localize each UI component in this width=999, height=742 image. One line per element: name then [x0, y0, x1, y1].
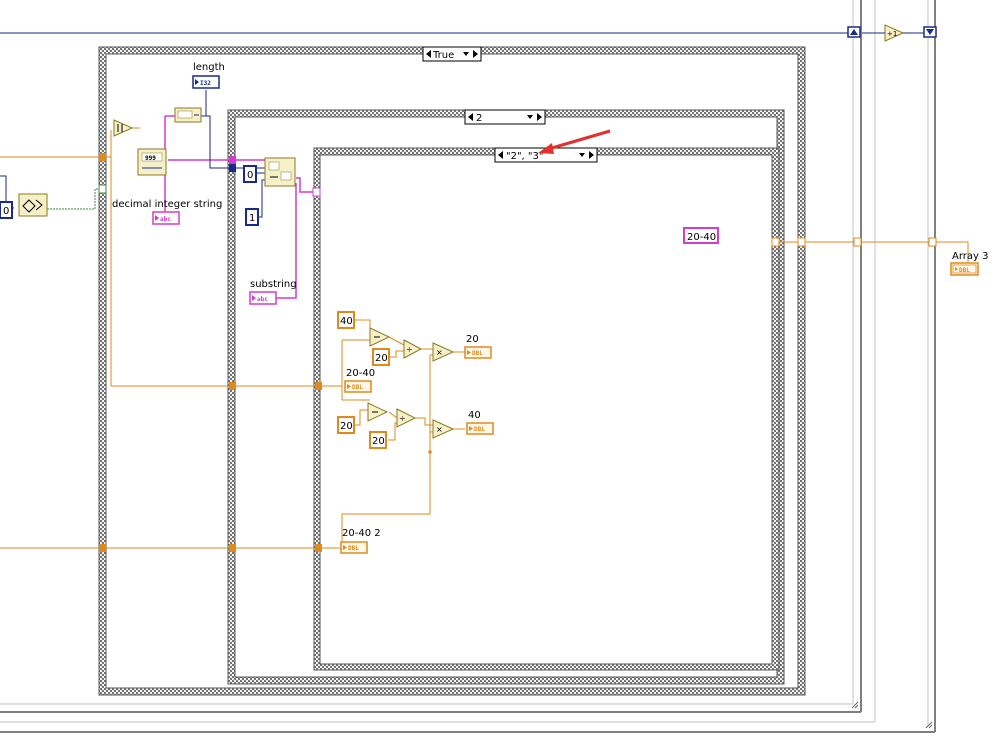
const-zero-search[interactable]: 0: [243, 165, 257, 183]
array-3-indicator[interactable]: DBL: [950, 262, 979, 276]
case-structure-inner: [313, 147, 780, 671]
subtract-icon[interactable]: [369, 327, 391, 347]
const-one-search[interactable]: 1: [245, 208, 259, 226]
svg-text:DBL: DBL: [348, 545, 359, 552]
const-zero-left[interactable]: 0: [0, 201, 13, 219]
const-40[interactable]: 40: [337, 311, 355, 329]
string-constant-20-40[interactable]: 20-40: [683, 227, 719, 244]
substring-indicator[interactable]: abc: [249, 291, 277, 305]
svg-text:20: 20: [375, 353, 388, 364]
case-selector-outer[interactable]: True: [422, 46, 482, 62]
shift-register-left[interactable]: [847, 26, 861, 38]
resize-grip-icon: [925, 721, 933, 729]
multiply-icon[interactable]: ×: [432, 342, 455, 362]
svg-text:÷: ÷: [399, 414, 406, 423]
const-20-a[interactable]: 20: [372, 348, 390, 366]
case-selector-inner-label: "2", "3": [506, 151, 543, 162]
indicator-20-40-label: 20-40: [346, 368, 375, 379]
increment-icon[interactable]: +1: [884, 24, 905, 42]
svg-text:DBL: DBL: [959, 267, 970, 274]
svg-text:DBL: DBL: [472, 350, 483, 357]
chevron-down-icon: [463, 52, 469, 56]
indicator-20-40[interactable]: DBL: [344, 380, 372, 393]
svg-text:×: ×: [436, 348, 443, 357]
increment-small-icon[interactable]: [113, 119, 134, 137]
red-arrow-icon: [538, 129, 611, 154]
svg-text:×: ×: [436, 425, 443, 434]
svg-text:DBL: DBL: [352, 384, 363, 391]
substring-label: substring: [250, 279, 297, 290]
svg-text:1: 1: [249, 213, 255, 224]
decimal-integer-string-label: decimal integer string: [112, 199, 222, 210]
indicator-40-label: 40: [468, 410, 481, 421]
svg-text:÷: ÷: [406, 345, 413, 354]
svg-text:40: 40: [340, 316, 353, 327]
divide-icon[interactable]: ÷: [396, 408, 417, 428]
decimal-string-to-number-icon[interactable]: 999: [137, 148, 167, 176]
wires: [0, 90, 969, 549]
resize-grip-icon: [851, 701, 859, 709]
svg-text:0: 0: [247, 170, 253, 181]
svg-text:abc: abc: [257, 296, 268, 303]
indicator-20-40-2-label: 20-40 2: [342, 528, 381, 539]
subtract-icon[interactable]: [367, 402, 389, 422]
case-selector-outer-label: True: [432, 50, 454, 61]
shift-register-right[interactable]: [923, 26, 937, 38]
tunnels: [98, 153, 937, 552]
case-selector-middle[interactable]: 2: [464, 109, 546, 125]
chevron-down-icon: [579, 153, 585, 157]
select-icon[interactable]: [18, 193, 48, 217]
case-selector-middle-label: 2: [476, 113, 482, 124]
length-label: length: [193, 62, 225, 73]
const-20-b[interactable]: 20: [337, 416, 355, 434]
multiply-icon[interactable]: ×: [432, 419, 455, 439]
array-3-label: Array 3: [952, 251, 988, 262]
indicator-20-label: 20: [466, 334, 479, 345]
svg-text:DBL: DBL: [474, 426, 485, 433]
indicator-40[interactable]: DBL: [466, 422, 494, 435]
indicator-20-40-2[interactable]: DBL: [340, 541, 368, 554]
svg-text:20: 20: [340, 421, 353, 432]
search-split-string-icon[interactable]: [264, 157, 296, 187]
chevron-down-icon: [527, 115, 533, 119]
wire-junction: [428, 450, 432, 454]
svg-text:I32: I32: [200, 80, 211, 87]
svg-text:+1: +1: [887, 30, 897, 38]
svg-text:20-40: 20-40: [687, 232, 716, 243]
outer-loop-frame: [0, 0, 936, 733]
indicator-20[interactable]: DBL: [464, 346, 492, 359]
decimal-integer-string-indicator[interactable]: abc: [152, 211, 180, 225]
svg-text:0: 0: [3, 206, 9, 217]
divide-icon[interactable]: ÷: [403, 339, 423, 359]
svg-text:999: 999: [145, 155, 156, 162]
svg-text:20: 20: [372, 436, 385, 447]
const-20-c[interactable]: 20: [369, 431, 387, 449]
length-indicator[interactable]: I32: [192, 75, 220, 89]
string-length-icon[interactable]: [174, 107, 202, 123]
svg-text:abc: abc: [160, 216, 171, 223]
